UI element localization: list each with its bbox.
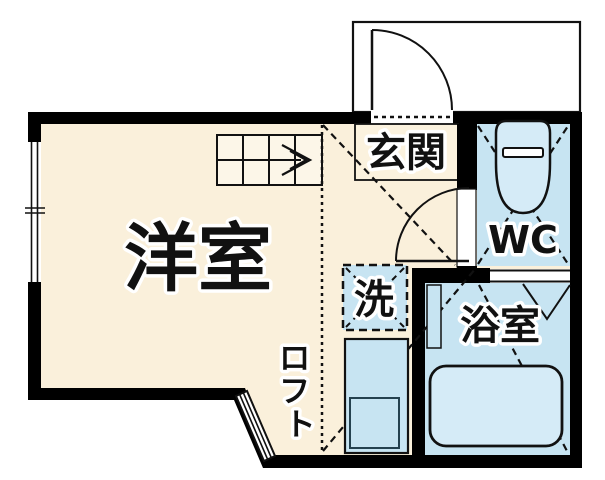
interior-door-swing-icon [395, 187, 470, 263]
washing-machine-space-icon [341, 263, 409, 332]
wall-bath-top [412, 268, 490, 283]
vanity-unit-icon [343, 337, 410, 455]
entrance-porch [351, 20, 582, 114]
stairs-icon [216, 134, 323, 186]
entrance-label: 玄関 [366, 130, 446, 176]
genkan-step-box [354, 123, 459, 181]
corner-window-icon [234, 389, 277, 463]
bathtub-icon [428, 364, 564, 448]
wc-door-opening [456, 188, 477, 268]
wall-genkan-wc [457, 124, 477, 190]
sliding-window-icon [25, 142, 45, 282]
bathroom-label: 浴室 [460, 303, 540, 349]
toilet-icon [494, 119, 552, 215]
laundry-label: 洗 [354, 277, 394, 323]
entrance-opening [371, 110, 453, 125]
bathroom-door-leaf [426, 284, 442, 349]
western-room-label: 洋室 [124, 216, 272, 302]
loft-label: ロ フ ト [279, 341, 321, 443]
wc-label: WC [488, 218, 558, 262]
folding-door-icon [490, 269, 571, 321]
entrance-door-swing-icon [370, 29, 453, 111]
wall-corridor-bath [412, 268, 425, 455]
